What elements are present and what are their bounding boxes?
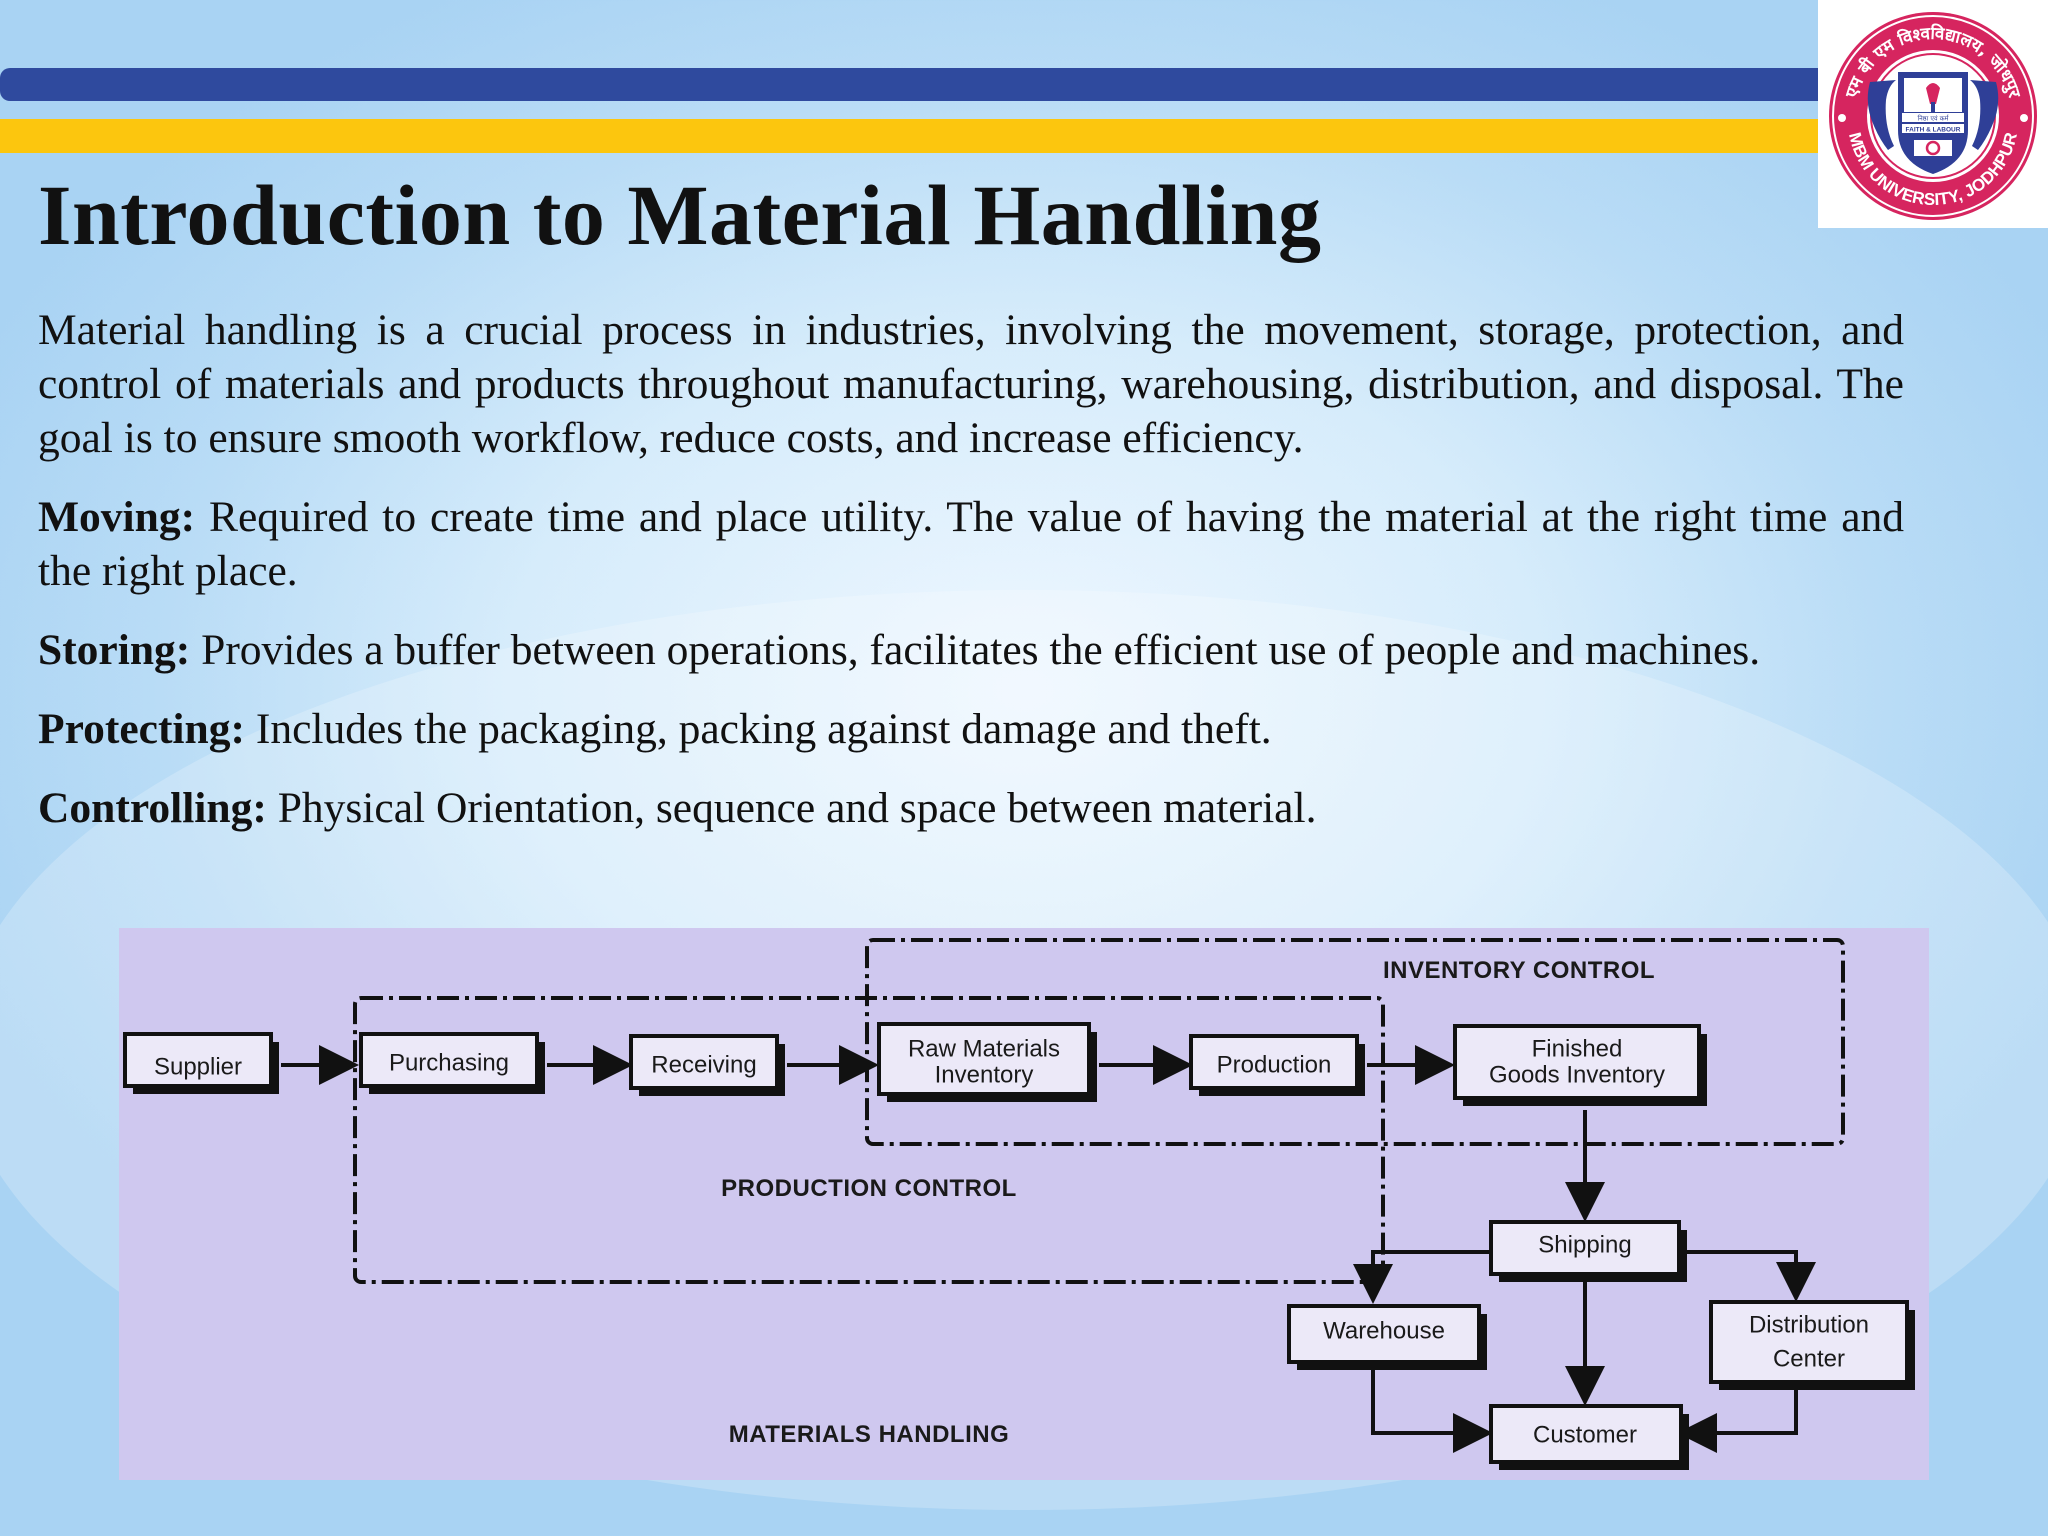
node-label: Supplier (154, 1053, 242, 1080)
node-production: Production (1189, 1034, 1365, 1096)
node-receiving: Receiving (629, 1034, 785, 1096)
header-blue-bar (0, 68, 1822, 101)
node-purchasing: Purchasing (359, 1032, 545, 1094)
logo-motto-hindi: निष्ठा एवं कर्म (1917, 115, 1949, 123)
node-label: Shipping (1538, 1231, 1631, 1258)
node-shipping: Shipping (1489, 1220, 1687, 1282)
node-label: Receiving (651, 1051, 756, 1078)
node-customer: Customer (1489, 1404, 1689, 1470)
point-term: Controlling: (38, 784, 267, 832)
university-seal-icon: एम बी एम विश्वविद्यालय, जोधपुर MBM UNIVE… (1829, 12, 2037, 220)
point-text: Required to create time and place utilit… (38, 493, 1905, 595)
slide-title: Introduction to Material Handling (38, 167, 1322, 263)
node-label: Finished (1532, 1035, 1623, 1062)
node-label: Inventory (935, 1061, 1034, 1088)
university-logo: एम बी एम विश्वविद्यालय, जोधपुर MBM UNIVE… (1818, 0, 2048, 228)
node-distribution-center: Distribution Center (1709, 1300, 1915, 1390)
intro-paragraph: Material handling is a crucial process i… (38, 306, 1904, 462)
header-yellow-bar (0, 119, 1822, 153)
materials-handling-label: MATERIALS HANDLING (729, 1421, 1010, 1448)
point-term: Storing: (38, 626, 191, 674)
point-moving: Moving: Required to create time and plac… (38, 490, 1904, 598)
point-text: Provides a buffer between operations, fa… (201, 626, 1761, 674)
node-label: Distribution (1749, 1311, 1869, 1338)
node-raw-materials-inventory: Raw Materials Inventory (877, 1022, 1097, 1102)
arrow-warehouse-customer (1371, 1348, 1493, 1453)
node-warehouse: Warehouse (1287, 1304, 1487, 1370)
inventory-control-boundary (865, 938, 1845, 1146)
inventory-control-label: INVENTORY CONTROL (1383, 957, 1655, 984)
production-control-boundary (353, 996, 1385, 1284)
point-term: Protecting: (38, 705, 245, 753)
node-label: Warehouse (1323, 1317, 1445, 1344)
node-label: Center (1773, 1345, 1845, 1372)
point-term: Moving: (38, 493, 196, 541)
node-label: Production (1217, 1051, 1332, 1078)
logo-motto-english: FAITH & LABOUR (1906, 127, 1961, 134)
node-label: Goods Inventory (1489, 1061, 1665, 1088)
node-label: Purchasing (389, 1049, 509, 1076)
point-controlling: Controlling: Physical Orientation, seque… (38, 781, 1904, 835)
point-storing: Storing: Provides a buffer between opera… (38, 623, 1904, 677)
arrow-shipping-warehouse (1353, 1250, 1489, 1304)
point-text: Physical Orientation, sequence and space… (277, 784, 1317, 832)
slide-body: Material handling is a crucial process i… (38, 303, 1904, 860)
node-supplier: Supplier (123, 1032, 279, 1094)
arrow-shipping-distribution (1681, 1250, 1816, 1302)
node-finished-goods-inventory: Finished Goods Inventory (1453, 1024, 1707, 1106)
node-label: Customer (1533, 1421, 1637, 1448)
node-label: Raw Materials (908, 1035, 1060, 1062)
point-protecting: Protecting: Includes the packaging, pack… (38, 702, 1904, 756)
materials-handling-diagram: INVENTORY CONTROL PRODUCTION CONTROL MAT… (119, 928, 1929, 1480)
point-text: Includes the packaging, packing against … (255, 705, 1272, 753)
production-control-label: PRODUCTION CONTROL (721, 1175, 1017, 1202)
